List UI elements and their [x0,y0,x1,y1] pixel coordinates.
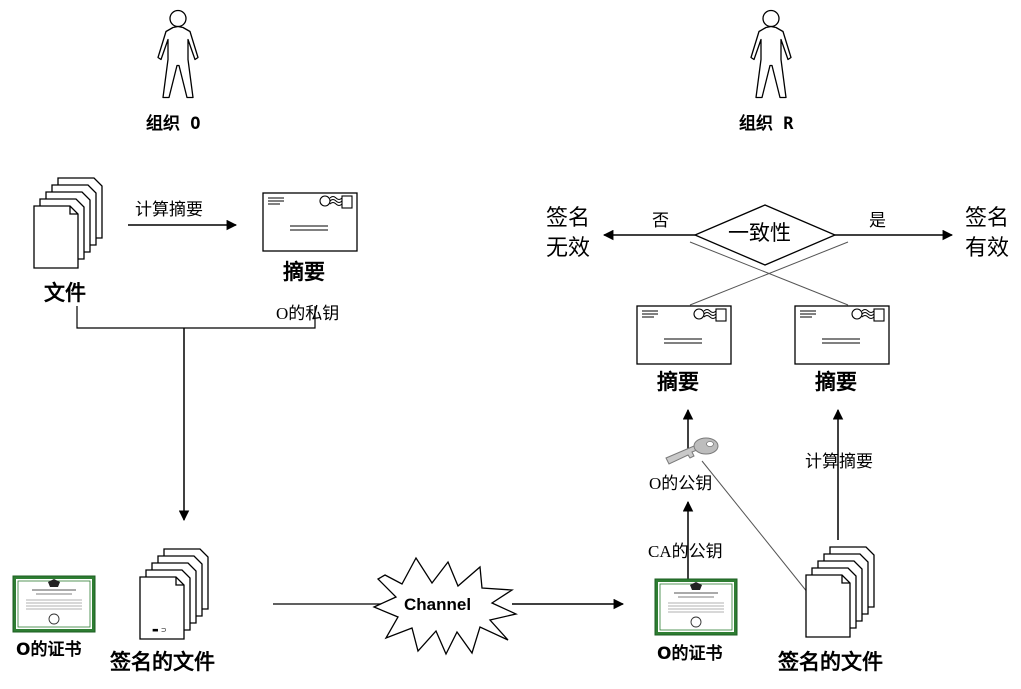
left-compute-digest-label: 计算摘要 [135,200,203,219]
left-signed-file-label: 签名的文件 [110,650,215,674]
consistency-diamond [693,204,837,266]
public-key-icon [665,437,719,465]
right-certificate-icon [654,578,738,636]
right-digest-right-label: 摘要 [815,370,857,394]
channel-label: Channel [404,595,472,614]
org-o-label: 组织 O [146,114,201,134]
right-digest-left-label: 摘要 [657,370,699,394]
cross-line-b [689,241,849,306]
document-stack-icon [33,177,103,269]
right-digest-right-icon [794,305,890,365]
public-key-label: O的公钥 [649,474,713,493]
right-signed-file-icon [805,546,875,638]
signed-file-sig-mark: ▬ ⊃ [152,626,167,634]
channel-burst-shape [372,556,519,656]
left-certificate-label: O的证书 [16,640,82,660]
invalid-signature-line2: 无效 [546,235,591,260]
org-r-label: 组织 R [739,114,794,134]
right-digest-left-icon [636,305,732,365]
org-r-person-icon [750,9,792,99]
yes-label: 是 [869,211,886,230]
valid-signature-line1: 签名 [965,205,1010,230]
combine-bracket [76,306,316,329]
valid-signature-line2: 有效 [965,235,1010,260]
left-signed-file-icon [139,548,209,640]
org-o-person-icon [157,9,199,99]
invalid-signature-line1: 签名 [546,205,591,230]
left-digest-label: 摘要 [283,260,325,284]
signature-to-key-line [701,460,813,599]
no-label: 否 [652,211,669,230]
left-certificate-icon [12,575,96,633]
ca-public-key-label: CA的公钥 [648,542,723,561]
document-label: 文件 [44,281,86,305]
private-key-label: O的私钥 [276,304,340,323]
right-signed-file-label: 签名的文件 [778,650,883,674]
right-certificate-label: O的证书 [657,644,723,664]
digest-envelope-icon [262,192,358,252]
consistency-label: 一致性 [728,221,791,245]
right-compute-digest-label: 计算摘要 [805,452,873,471]
